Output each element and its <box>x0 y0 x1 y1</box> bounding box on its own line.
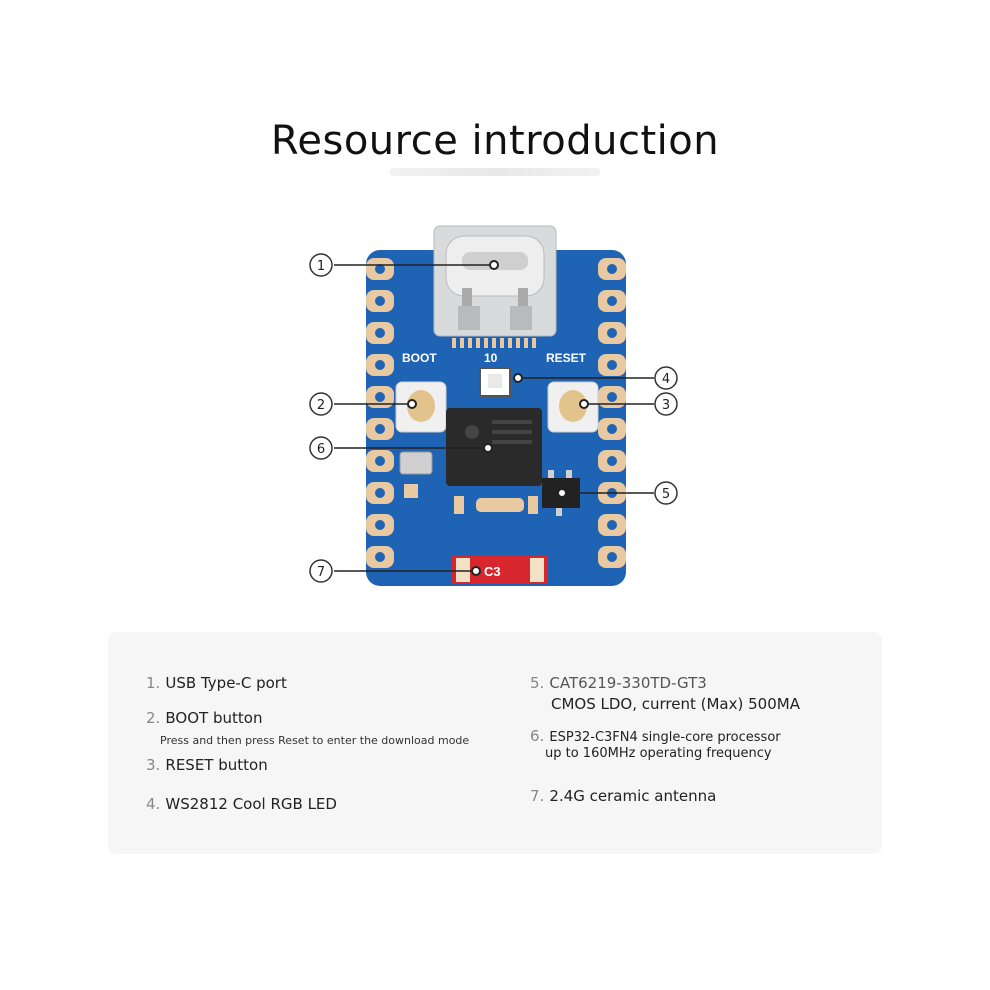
callout-2-circle <box>309 392 333 416</box>
legend-item-7-number: 7. <box>530 787 545 805</box>
legend-item-4-label: WS2812 Cool RGB LED <box>165 795 337 813</box>
legend-item-4-number: 4. <box>146 795 161 813</box>
legend-item-1: 1. USB Type-C port <box>146 673 287 692</box>
callout-5-circle <box>654 481 678 505</box>
legend-item-5-label: CAT6219-330TD-GT3 <box>549 674 707 692</box>
legend-item-5-number: 5. <box>530 674 545 692</box>
legend-item-2-number: 2. <box>146 709 161 727</box>
legend-item-2: 2. BOOT button <box>146 708 262 727</box>
legend-item-6-label: ESP32-C3FN4 single-core processor <box>549 730 781 745</box>
legend-item-4: 4. WS2812 Cool RGB LED <box>146 794 337 813</box>
usb-type-c-port <box>433 225 557 337</box>
usb-pin-row <box>452 338 536 348</box>
legend-item-1-number: 1. <box>146 674 161 692</box>
reset-button <box>547 381 599 433</box>
legend-item-6-line2: up to 160MHz operating frequency <box>545 746 772 761</box>
boot-button <box>395 381 447 433</box>
legend-item-3-number: 3. <box>146 756 161 774</box>
legend-item-2-label: BOOT button <box>165 709 263 727</box>
callout-1-number: 1 <box>317 259 325 274</box>
silk-io: 10 <box>484 351 498 365</box>
legend-item-6: 6. ESP32-C3FN4 single-core processor <box>530 726 781 745</box>
silk-boot: BOOT <box>402 351 437 365</box>
ceramic-antenna: C3 <box>452 556 548 584</box>
callout-1-circle <box>309 253 333 277</box>
legend-item-1-label: USB Type-C port <box>165 674 287 692</box>
legend-item-3-label: RESET button <box>165 756 268 774</box>
callout-6-number: 6 <box>317 442 325 457</box>
page-title: Resource introduction <box>270 118 720 164</box>
legend-item-7: 7. 2.4G ceramic antenna <box>530 786 716 805</box>
callout-3-circle <box>654 392 678 416</box>
callout-5-number: 5 <box>662 487 670 502</box>
callout-4-circle <box>654 366 678 390</box>
legend-item-2-note: Press and then press Reset to enter the … <box>160 734 470 747</box>
faded-subtitle-smudge <box>390 168 600 176</box>
legend-item-6-number: 6. <box>530 727 545 745</box>
legend-panel <box>108 632 882 854</box>
callout-6-circle <box>309 436 333 460</box>
crystal-component <box>399 451 433 475</box>
legend-item-5-line2: CMOS LDO, current (Max) 500MA <box>551 695 800 713</box>
passive-components <box>404 484 538 514</box>
callout-2-number: 2 <box>317 398 325 413</box>
antenna-label: C3 <box>484 564 501 579</box>
esp32-c3-chip <box>446 408 542 486</box>
callout-4-number: 4 <box>662 372 670 387</box>
callout-7-circle <box>309 559 333 583</box>
callout-7-number: 7 <box>317 565 325 580</box>
rgb-led <box>479 367 511 397</box>
legend-item-7-label: 2.4G ceramic antenna <box>549 787 717 805</box>
callout-3-number: 3 <box>662 398 670 413</box>
legend-item-5: 5. CAT6219-330TD-GT3 <box>530 673 707 692</box>
legend-item-3: 3. RESET button <box>146 755 268 774</box>
silk-reset: RESET <box>546 351 587 365</box>
